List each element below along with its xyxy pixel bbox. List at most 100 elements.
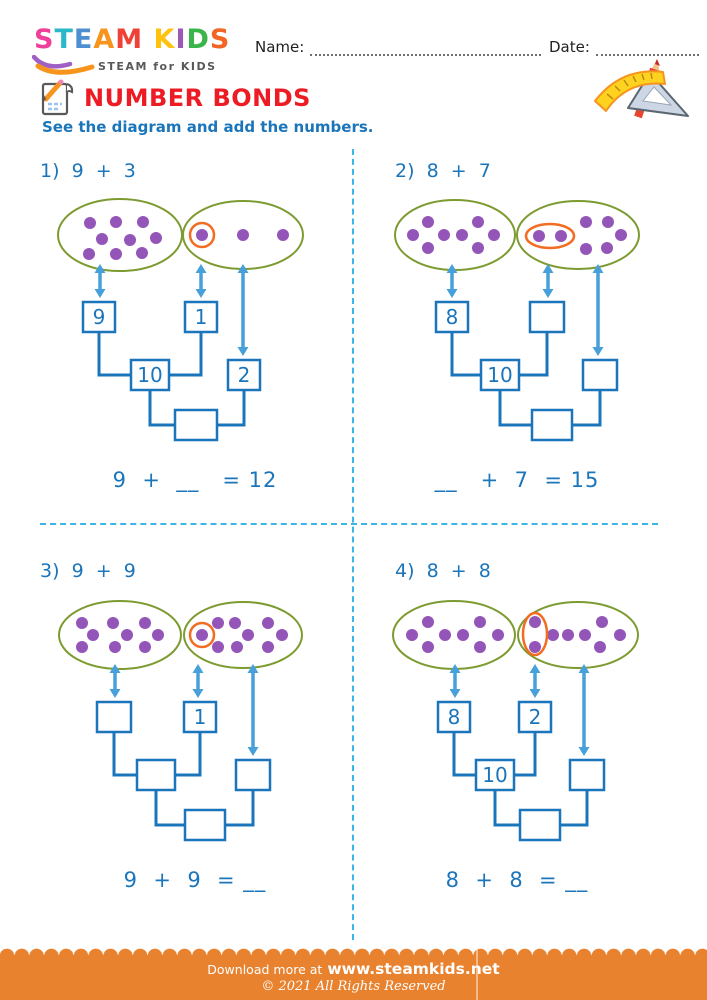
counting-dot [614, 629, 626, 641]
website-link[interactable]: www.steamkids.net [327, 960, 500, 978]
name-label: Name: [255, 38, 305, 56]
counting-dot [196, 229, 208, 241]
instructions: See the diagram and add the numbers. [42, 118, 374, 136]
highlight-ring [188, 221, 216, 249]
arrow-head-up [192, 664, 204, 673]
pencil-paper-icon [41, 79, 74, 116]
bond-box [434, 300, 470, 334]
group-oval [58, 600, 182, 670]
arrow-head-up [446, 264, 458, 273]
bond-box [129, 358, 171, 392]
logo-letter: D [186, 24, 210, 55]
problem-label: 4) 8 + 8 [395, 560, 491, 582]
arrow-head-up [237, 264, 249, 273]
counting-dot [422, 216, 434, 228]
arrow-head-down [529, 689, 541, 698]
bond-connector [493, 788, 520, 827]
date-input-line[interactable] [595, 39, 699, 56]
arrow-head-down [578, 747, 590, 756]
counting-dot [150, 232, 162, 244]
counting-dot [456, 229, 468, 241]
bond-box-value: 1 [194, 705, 207, 729]
answer-box[interactable] [95, 700, 133, 734]
equation: 9 + __ = 12 [112, 468, 278, 492]
logo-letter: E [73, 24, 94, 55]
logo-letter: K [153, 24, 176, 55]
equation: __ + 7 = 15 [434, 468, 600, 492]
bond-connector [97, 330, 131, 377]
counting-dot [602, 216, 614, 228]
bond-box [517, 700, 553, 734]
answer-box[interactable] [518, 808, 562, 842]
logo-letter: S [209, 24, 231, 55]
arrow-head-down [247, 747, 259, 756]
answer-box[interactable] [234, 758, 272, 792]
counting-dot [439, 629, 451, 641]
counting-dot [136, 247, 148, 259]
answer-box[interactable] [183, 808, 227, 842]
counting-dot [529, 641, 541, 653]
arrow-head-up [578, 664, 590, 673]
arrow-head-up [592, 264, 604, 273]
arrow-head-up [247, 664, 259, 673]
page-title: NUMBER BONDS [84, 84, 311, 112]
counting-dot [212, 617, 224, 629]
answer-box[interactable] [135, 758, 177, 792]
counting-dot [438, 229, 450, 241]
answer-box[interactable] [581, 358, 619, 392]
answer-box[interactable] [530, 408, 574, 442]
answer-box[interactable] [173, 408, 219, 442]
bond-box-value: 8 [448, 705, 461, 729]
counting-dot [137, 216, 149, 228]
bond-box-value: 10 [487, 363, 512, 387]
highlight-ring [188, 621, 216, 649]
bond-box-value: 10 [137, 363, 162, 387]
counting-dot [474, 641, 486, 653]
name-field: Name: [255, 38, 541, 56]
arrow-head-down [195, 289, 207, 298]
date-label: Date: [549, 38, 590, 56]
name-input-line[interactable] [310, 39, 541, 56]
arrow-head-down [94, 289, 106, 298]
counting-dot [110, 248, 122, 260]
answer-box[interactable] [568, 758, 606, 792]
counting-dot [139, 617, 151, 629]
group-oval [517, 601, 639, 669]
bond-connector [519, 330, 549, 377]
answer-box[interactable] [528, 300, 566, 334]
counting-dot [547, 629, 559, 641]
counting-dot [422, 616, 434, 628]
bond-connector [452, 730, 476, 777]
logo-letter: I [175, 24, 187, 55]
counting-dot [562, 629, 574, 641]
logo-letter [143, 24, 153, 55]
footer-prefix: Download more at [207, 962, 323, 977]
counting-dot [107, 617, 119, 629]
bond-connector [450, 330, 481, 377]
bond-box [182, 700, 218, 734]
arrow-head-up [529, 664, 541, 673]
arrow-head-up [94, 264, 106, 273]
bond-connector [217, 388, 246, 427]
counting-dot [110, 216, 122, 228]
counting-dot [237, 229, 249, 241]
steam-kids-logo: STEAM KIDS STEAM for KIDS [32, 26, 249, 76]
counting-dot [555, 230, 567, 242]
bond-connector [112, 730, 137, 777]
group-oval [183, 601, 303, 669]
logo-letter: S [34, 24, 55, 55]
counting-dot [262, 617, 274, 629]
counting-dot [580, 216, 592, 228]
bond-connector [225, 788, 255, 827]
counting-dot [472, 216, 484, 228]
counting-dot [492, 629, 504, 641]
arrow-head-down [192, 689, 204, 698]
highlight-ring [524, 222, 576, 250]
group-oval [516, 200, 640, 270]
footer-scallop [0, 946, 707, 956]
logo-wordmark: STEAM KIDS [34, 26, 249, 53]
